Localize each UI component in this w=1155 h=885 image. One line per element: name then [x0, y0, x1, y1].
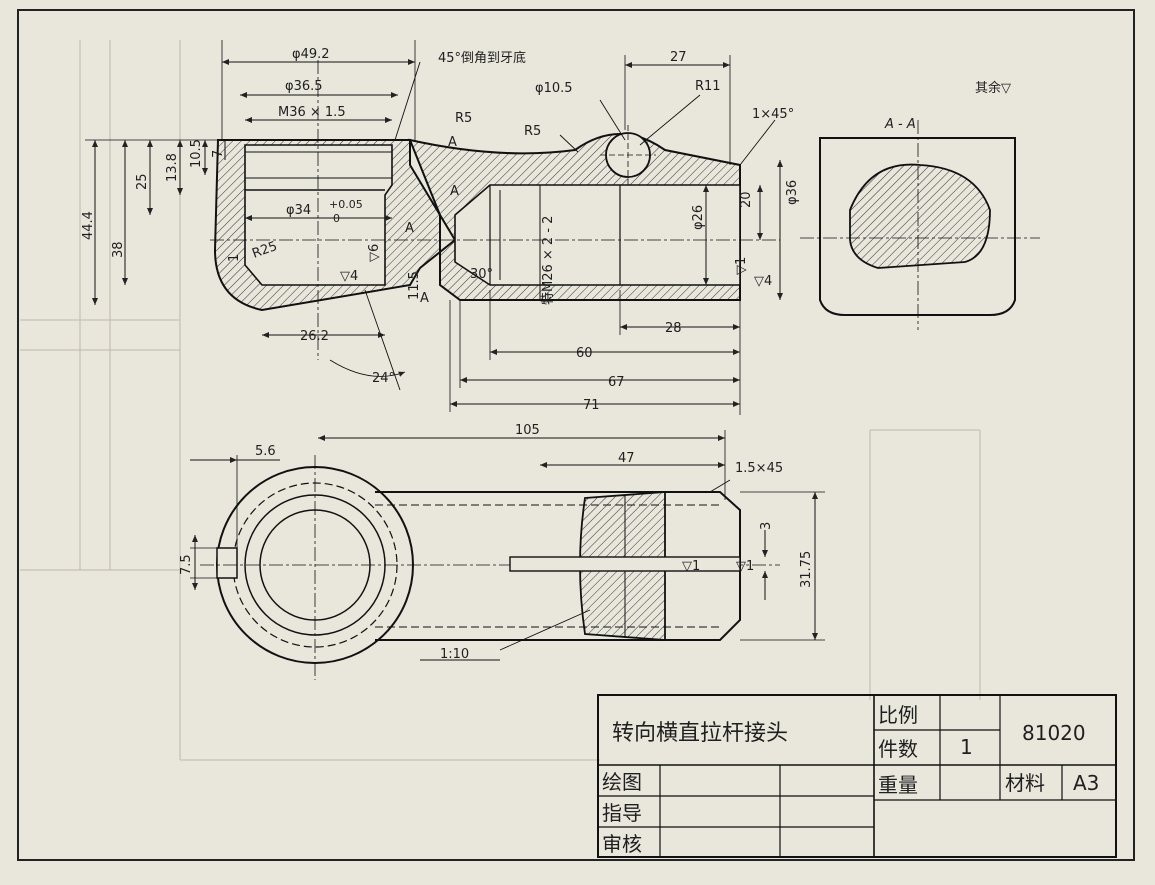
letter-a-1: A	[448, 135, 457, 150]
letter-a-3: A	[420, 291, 429, 306]
dim-13-8: 13.8	[165, 153, 180, 182]
dim-d-49-2: φ49.2	[292, 47, 330, 62]
dim-d-26: φ26	[691, 205, 706, 230]
angle-30: 30°	[470, 267, 493, 282]
dim-60: 60	[576, 346, 593, 361]
dim-31-75: 31.75	[799, 551, 814, 588]
dim-r5-upper: R5	[455, 111, 472, 126]
dim-7: 7	[211, 150, 226, 158]
dim-28: 28	[665, 321, 682, 336]
dim-27: 27	[670, 50, 687, 65]
dim-r11: R11	[695, 79, 721, 94]
ghost-lines	[20, 40, 981, 761]
drawing-number: 81020	[1022, 721, 1086, 745]
dim-44-4: 44.4	[81, 211, 96, 240]
rough-4b: ▽4	[754, 274, 772, 289]
rough-1a: ▽1	[682, 559, 700, 574]
dim-chamfer-1x45: 1×45°	[752, 107, 794, 122]
drawn-label: 绘图	[602, 770, 642, 794]
rough-1: ▽1	[734, 257, 749, 275]
material-label: 材料	[1005, 771, 1045, 795]
taper-ratio: 1:10	[440, 647, 469, 662]
material-value: A3	[1073, 771, 1099, 795]
part-name: 转向横直拉杆接头	[612, 721, 788, 746]
title-block	[597, 694, 1117, 858]
rough-1b: ▽1	[736, 559, 754, 574]
quantity-label: 件数	[878, 737, 918, 761]
dim-3: 3	[759, 522, 774, 530]
dim-r5-mid: R5	[524, 124, 541, 139]
dim-7-5: 7.5	[179, 554, 194, 575]
front-view	[85, 40, 783, 415]
dim-67: 67	[608, 375, 625, 390]
dim-thread-m36: M36 × 1.5	[278, 105, 346, 120]
dim-38: 38	[111, 241, 126, 258]
dim-11-5: 11.5	[407, 271, 422, 300]
review-label: 审核	[602, 832, 642, 856]
dim-d-36: φ36	[785, 180, 800, 205]
sheet-border	[17, 9, 1135, 861]
dim-47: 47	[618, 451, 635, 466]
dim-26-2: 26.2	[300, 329, 329, 344]
bottom-view	[190, 430, 825, 680]
dim-1: 1	[227, 254, 242, 262]
dim-thread-m26: 特M26 × 2 - 2	[541, 216, 556, 305]
weight-label: 重量	[878, 773, 918, 797]
dim-d-10-5: φ10.5	[535, 81, 573, 96]
tol-lower: 0	[333, 212, 340, 225]
letter-a-2: A	[405, 221, 414, 236]
dim-25: 25	[135, 173, 150, 190]
dim-105: 105	[515, 423, 540, 438]
dim-5-6: 5.6	[255, 444, 276, 459]
note-chamfer: 45°倒角到牙底	[438, 50, 526, 66]
section-label: A - A	[884, 117, 916, 132]
rough-4a: ▽4	[340, 269, 358, 284]
dim-chamfer-1-5: 1.5×45	[735, 461, 783, 476]
letter-a-4: A	[450, 184, 459, 199]
guide-label: 指导	[602, 801, 642, 825]
section-a-a	[800, 120, 1040, 330]
dim-10-5: 10.5	[189, 139, 204, 168]
dim-d-34: φ34	[286, 203, 311, 218]
dim-20: 20	[739, 191, 754, 208]
angle-24: 24°	[372, 371, 395, 386]
tol-upper: +0.05	[329, 198, 363, 211]
dim-71: 71	[583, 398, 600, 413]
quantity-value: 1	[960, 735, 973, 759]
note-surface-rest: 其余▽	[975, 80, 1011, 96]
dim-d-36-5: φ36.5	[285, 79, 323, 94]
rough-6: ▽6	[367, 244, 382, 262]
scale-label: 比例	[878, 703, 918, 727]
